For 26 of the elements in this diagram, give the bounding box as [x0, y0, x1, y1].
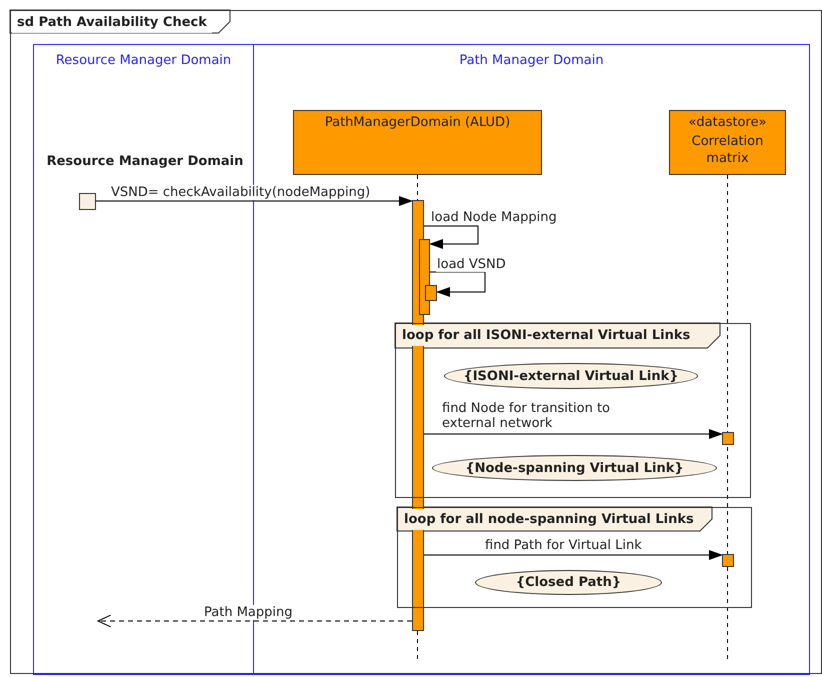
lane-title: Resource Manager Domain	[54, 53, 232, 68]
lifeline-header	[293, 110, 542, 175]
message-arrow	[424, 226, 478, 249]
guard-condition: {ISONI-external Virtual Link}	[444, 363, 698, 389]
message-arrow	[424, 550, 723, 560]
activation-bar	[425, 285, 437, 301]
lifeline-name: PathManagerDomain (ALUD)	[324, 114, 512, 131]
gate-box	[79, 193, 96, 210]
message-label: load VSND	[436, 257, 507, 272]
message-label: load Node Mapping	[430, 210, 558, 225]
guard-condition: {Node-spanning Virtual Link}	[432, 455, 717, 481]
guard-condition: {Closed Path}	[475, 570, 662, 595]
message-arrow	[98, 614, 412, 628]
message-arrow	[96, 196, 413, 206]
lifeline-header	[669, 110, 786, 175]
lifeline-name: Correlation matrix	[690, 133, 764, 167]
message-label: VSND= checkAvailability(nodeMapping)	[110, 185, 372, 200]
lane-title: Path Manager Domain	[458, 53, 605, 68]
message-arrow	[430, 272, 486, 297]
activation-bar	[722, 432, 734, 445]
activation-bar	[722, 554, 734, 567]
stereotype-label: «datastore»	[687, 114, 768, 131]
activation-bar	[419, 239, 430, 315]
message-label: Path Mapping	[203, 605, 294, 620]
message-arrow	[424, 429, 723, 439]
actor-label: Resource Manager Domain	[40, 152, 250, 172]
